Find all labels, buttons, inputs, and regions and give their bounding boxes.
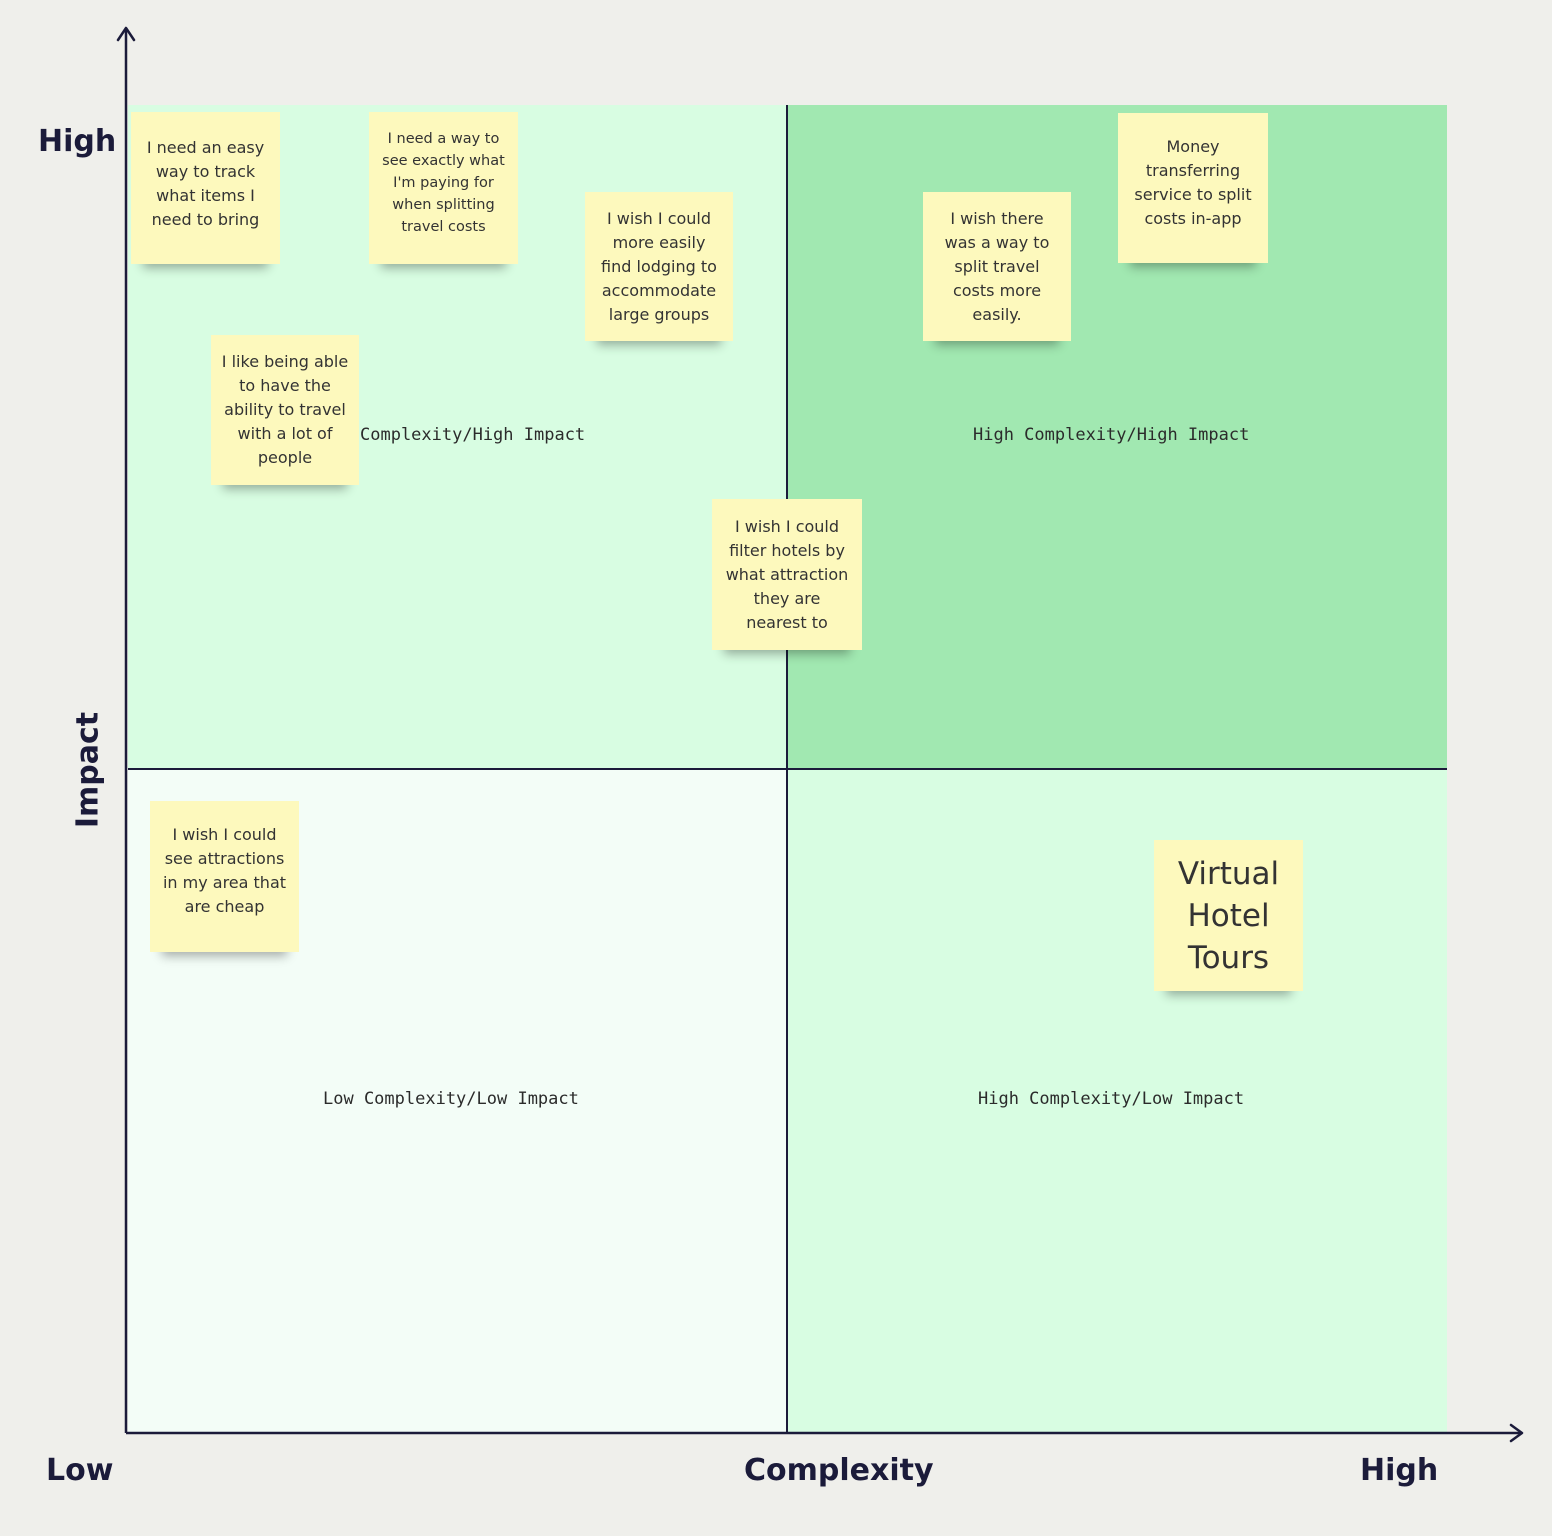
sticky-note[interactable]: I wish I could filter hotels by what att… — [712, 499, 862, 650]
sticky-note-text: I need an easy way to track what items I… — [146, 138, 265, 229]
sticky-note[interactable]: I wish I could see attractions in my are… — [150, 801, 299, 952]
y-axis-title: Impact — [70, 711, 106, 829]
quadrant-label-bottom-right: High Complexity/Low Impact — [978, 1089, 1245, 1109]
sticky-note[interactable]: Virtual Hotel Tours — [1154, 840, 1303, 991]
sticky-note-text: Virtual Hotel Tours — [1177, 855, 1280, 976]
sticky-note[interactable]: I need an easy way to track what items I… — [131, 112, 280, 264]
x-axis-arrow-icon — [1509, 1423, 1524, 1443]
sticky-note-text: I wish I could see attractions in my are… — [162, 825, 287, 916]
sticky-note-text: I need a way to see exactly what I'm pay… — [382, 131, 505, 235]
sticky-note[interactable]: I wish there was a way to split travel c… — [923, 192, 1071, 341]
quadrant-top-right — [787, 105, 1447, 769]
sticky-note[interactable]: I like being able to have the ability to… — [211, 335, 359, 485]
x-axis-high-label: High — [1360, 1453, 1439, 1488]
quadrant-label-top-left: Complexity/High Impact — [360, 425, 586, 445]
horizontal-divider — [128, 768, 1447, 770]
x-axis-title: Complexity — [744, 1453, 934, 1488]
sticky-note-text: Money transferring service to split cost… — [1134, 137, 1252, 228]
sticky-note-text: I wish I could more easily find lodging … — [601, 208, 717, 324]
quadrant-bottom-right — [787, 769, 1447, 1433]
y-axis-high-label: High — [38, 124, 117, 159]
sticky-note-text: I wish there was a way to split travel c… — [944, 208, 1050, 324]
quadrant-label-bottom-left: Low Complexity/Low Impact — [323, 1089, 579, 1109]
sticky-note[interactable]: I wish I could more easily find lodging … — [585, 192, 733, 341]
sticky-note[interactable]: I need a way to see exactly what I'm pay… — [369, 112, 518, 264]
y-axis-arrow-icon — [116, 26, 136, 42]
sticky-note-text: I like being able to have the ability to… — [221, 352, 349, 467]
sticky-note[interactable]: Money transferring service to split cost… — [1118, 113, 1268, 263]
x-axis-low-label: Low — [46, 1453, 114, 1488]
quadrant-label-top-right: High Complexity/High Impact — [973, 425, 1250, 445]
sticky-note-text: I wish I could filter hotels by what att… — [725, 516, 849, 632]
